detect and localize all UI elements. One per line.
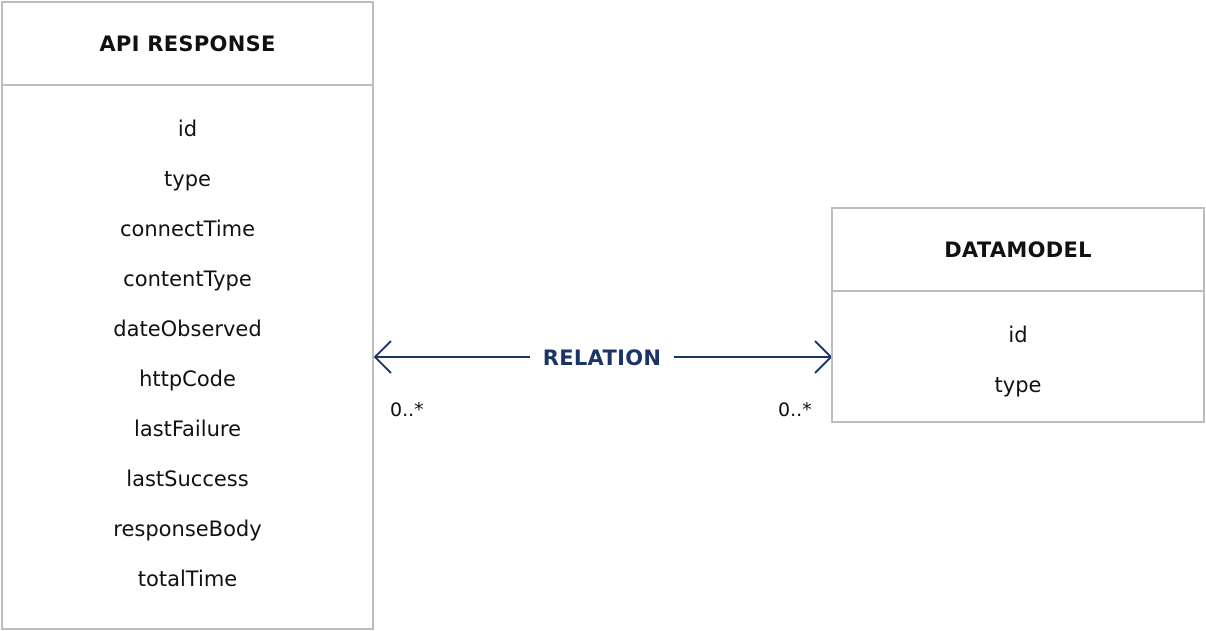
attribute-id: id	[1008, 323, 1028, 347]
attribute-type: type	[994, 373, 1042, 397]
attribute-connect-time: connectTime	[119, 217, 256, 241]
api-response-title: API RESPONSE	[3, 3, 372, 86]
attribute-total-time: totalTime	[137, 567, 238, 591]
left-multiplicity: 0..*	[390, 399, 424, 421]
datamodel-attributes: id type	[833, 292, 1203, 421]
right-arrowhead-icon	[814, 340, 833, 374]
attribute-content-type: contentType	[123, 267, 252, 291]
datamodel-title: DATAMODEL	[833, 209, 1203, 292]
api-response-entity: API RESPONSE id type connectTime content…	[1, 1, 374, 630]
attribute-date-observed: dateObserved	[113, 317, 262, 341]
relation-label: RELATION	[530, 343, 674, 373]
attribute-response-body: responseBody	[113, 517, 262, 541]
attribute-http-code: httpCode	[139, 367, 236, 391]
datamodel-entity: DATAMODEL id type	[831, 207, 1205, 423]
attribute-last-failure: lastFailure	[134, 417, 241, 441]
attribute-last-success: lastSuccess	[126, 467, 249, 491]
right-multiplicity: 0..*	[778, 399, 812, 421]
left-arrowhead-icon	[373, 340, 392, 374]
api-response-attributes: id type connectTime contentType dateObse…	[3, 86, 372, 615]
attribute-type: type	[164, 167, 211, 191]
attribute-id: id	[177, 117, 198, 141]
